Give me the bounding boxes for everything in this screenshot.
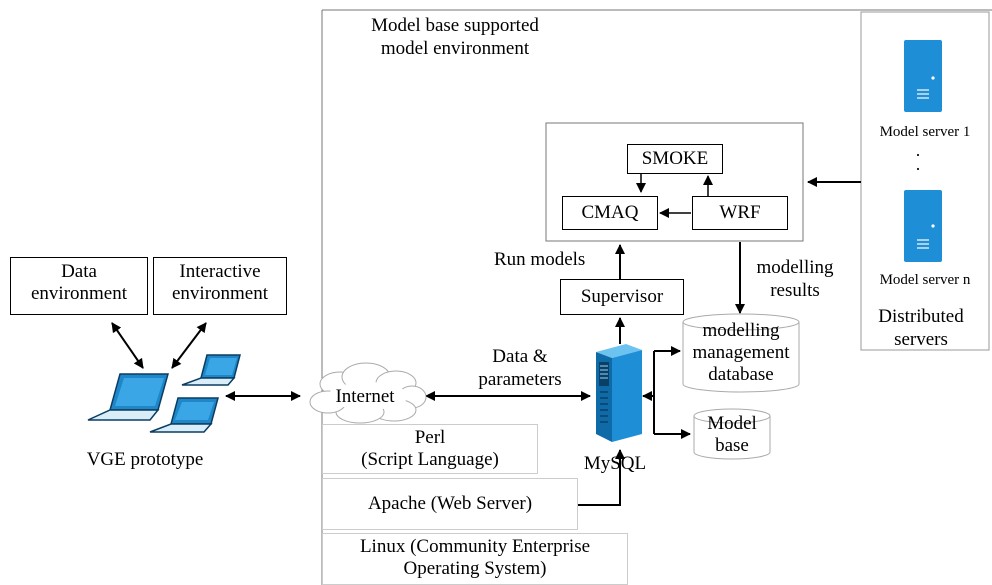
data-environment-box: Data environment [10, 257, 148, 315]
mgmt-db-line1: modelling [702, 320, 780, 341]
server-n-label: Model server n [879, 272, 971, 288]
cmaq-box: CMAQ [562, 196, 658, 230]
laptop-right-bottom-icon [149, 397, 219, 433]
server-dots: · · [915, 145, 921, 179]
data-parameters-line2: parameters [478, 369, 562, 390]
vge-prototype-caption: VGE prototype [86, 449, 204, 470]
model-base-line1: Model [707, 413, 757, 434]
interactive-environment-line2: environment [171, 283, 269, 304]
interactive-environment-line1: Interactive [179, 261, 261, 282]
laptop-right-top-icon [181, 354, 241, 386]
perl-line2: (Script Language) [361, 449, 499, 470]
arrow-data-env-laptop [111, 322, 144, 369]
arrow-inter-env-laptop [171, 322, 207, 369]
distributed-servers-line1: Distributed [878, 306, 964, 327]
distributed-servers-caption: Distributed servers [862, 305, 980, 351]
environment-title-line1: Model base supported [371, 15, 539, 36]
perl-box: Perl (Script Language) [322, 424, 538, 474]
perl-line1: Perl [414, 427, 446, 448]
run-models-label: Run models [494, 249, 586, 270]
model-base-cylinder [693, 408, 771, 460]
mysql-server-icon [596, 344, 642, 442]
data-parameters-line1: Data & [492, 346, 548, 367]
mysql-label: MySQL [583, 453, 647, 474]
linux-box: Linux (Community Enterprise Operating Sy… [322, 533, 628, 585]
models-group-box [545, 122, 804, 242]
server-1-icon [904, 40, 942, 112]
model-base-label: Model base [694, 413, 770, 457]
interactive-environment-box: Interactive environment [153, 257, 287, 315]
data-parameters-label: Data & parameters [460, 345, 580, 391]
environment-title: Model base supported model environment [335, 14, 575, 60]
server-1-label: Model server 1 [879, 124, 971, 140]
data-environment-line2: environment [30, 283, 128, 304]
internet-cloud [309, 362, 427, 424]
linux-line1: Linux (Community Enterprise [359, 536, 591, 557]
model-base-line2: base [715, 435, 749, 456]
server-n-icon [904, 190, 942, 262]
linux-line2: Operating System) [403, 558, 547, 579]
arrow-apache-to-mysql [578, 449, 625, 506]
laptop-main-icon [87, 373, 169, 421]
supervisor-box: Supervisor [560, 279, 684, 315]
apache-label: Apache (Web Server) [367, 493, 533, 514]
mysql-db-connector [642, 346, 691, 439]
environment-title-line2: model environment [380, 38, 530, 59]
mgmt-db-line3: database [708, 364, 774, 385]
modelling-results-line1: modelling [756, 257, 834, 278]
data-environment-line1: Data [61, 261, 97, 282]
mgmt-db-label: modelling management database [683, 320, 799, 386]
mgmt-db-line2: management [692, 342, 790, 363]
internet-label: Internet [335, 386, 395, 407]
mgmt-db-cylinder [682, 313, 800, 393]
distributed-servers-line2: servers [894, 329, 948, 350]
modelling-results-label: modelling results [742, 256, 848, 302]
smoke-box: SMOKE [627, 144, 723, 174]
wrf-box: WRF [692, 196, 788, 230]
apache-box: Apache (Web Server) [322, 478, 578, 530]
modelling-results-line2: results [770, 280, 820, 301]
